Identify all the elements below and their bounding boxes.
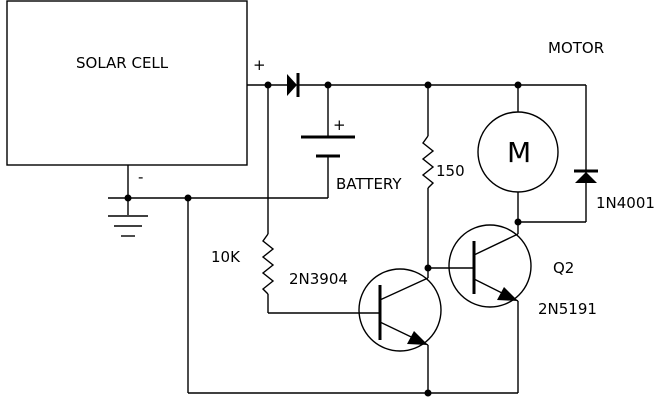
q2-type-label: 2N5191 <box>538 300 597 318</box>
battery-label: BATTERY <box>336 175 402 193</box>
resistor-150-label: 150 <box>436 162 465 180</box>
junction-dots <box>124 81 522 397</box>
solar-plus-label: + <box>253 56 266 74</box>
resistor-10k-label: 10K <box>211 248 241 266</box>
solar-cell-label: SOLAR CELL <box>76 54 169 72</box>
ground-symbol <box>108 215 148 237</box>
blocking-diode <box>287 73 300 97</box>
q1-type-label: 2N3904 <box>289 270 348 288</box>
motor-symbol-letter: M <box>507 136 531 169</box>
resistor-10k <box>261 85 380 314</box>
diode-1n4001-label: 1N4001 <box>596 194 655 212</box>
flyback-diode <box>574 85 598 222</box>
resistor-150 <box>421 85 435 268</box>
transistor-q2 <box>428 222 532 393</box>
motor-label: MOTOR <box>548 39 604 57</box>
q2-name-label: Q2 <box>553 259 574 277</box>
battery-symbol <box>301 85 355 198</box>
solar-minus-label: - <box>138 168 143 186</box>
battery-plus-label: + <box>333 116 346 134</box>
transistor-q1 <box>358 268 442 393</box>
solar-cell-box <box>6 0 248 166</box>
negative-rail-wires <box>108 165 518 394</box>
motor-symbol <box>477 85 586 223</box>
